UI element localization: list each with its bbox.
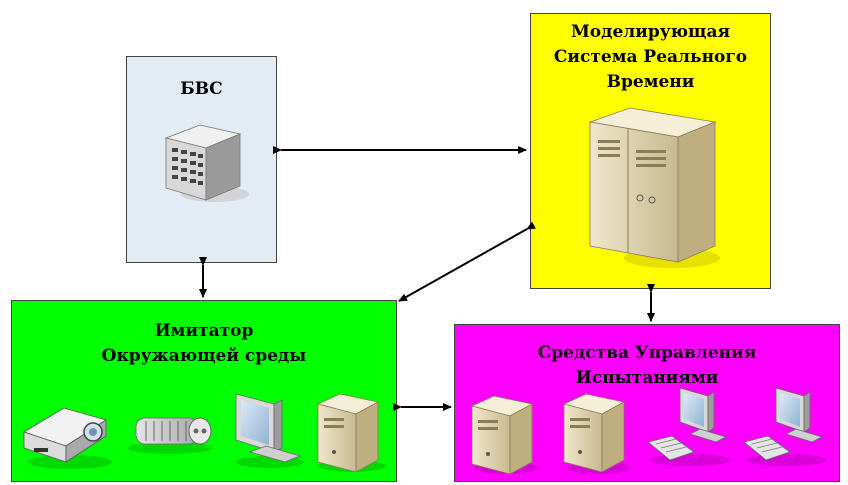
pc-tower-icon [470,395,538,475]
test-title: Средства Управления Испытаниями [537,343,757,388]
edge-msrv-env [398,221,536,302]
pc-tower-icon [316,393,386,473]
env-title: Имитатор Окружающей среды [101,321,307,366]
projector-icon [23,407,112,469]
tower-server-icon [588,107,720,268]
monitor-icon [235,393,304,468]
heater-icon [128,417,212,454]
pc-tower-icon [562,393,630,474]
msrv-title: Моделирующая Система Реального Времени [553,22,748,92]
mainframe-server-icon [164,124,249,202]
workstation-icon [743,387,826,466]
workstation-icon [647,387,730,466]
bvs-title: БВС [180,79,223,99]
